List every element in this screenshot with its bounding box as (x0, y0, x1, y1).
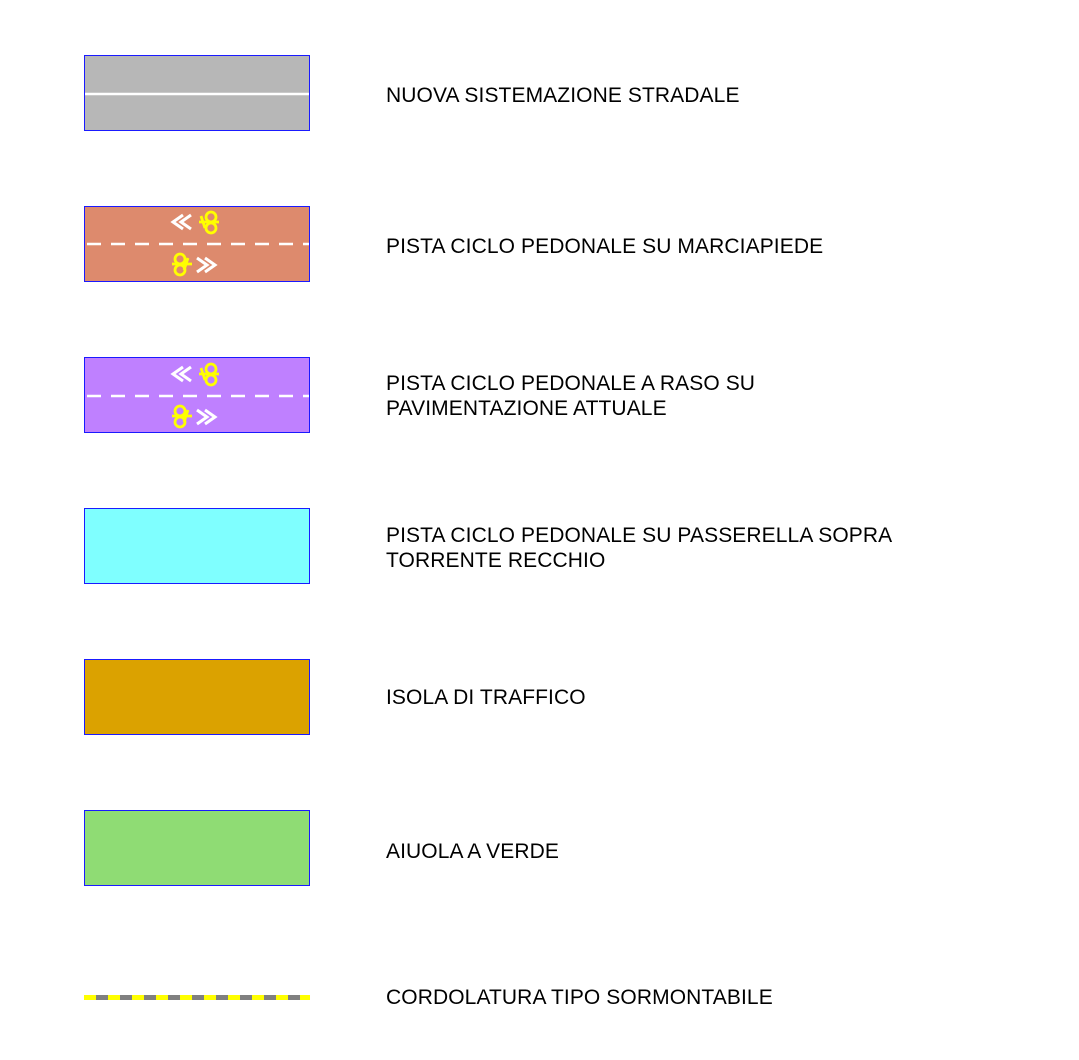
bicycle-icon-bottom (172, 252, 192, 277)
bike-lane-marking (85, 207, 309, 281)
legend-item-traffic-island: ISOLA DI TRAFFICO (0, 659, 1079, 739)
pedestrian-arrow-right-icon (196, 408, 218, 426)
bicycle-icon-top (199, 362, 219, 387)
road-label: NUOVA SISTEMAZIONE STRADALE (386, 84, 740, 107)
bicycle-icon-top (199, 210, 219, 235)
legend-item-curb: CORDOLATURA TIPO SORMONTABILE (0, 980, 1079, 1060)
sidewalk-bike-swatch (84, 206, 310, 282)
legend-item-grade-bike: PISTA CICLO PEDONALE A RASO SU PAVIMENTA… (0, 357, 1079, 437)
grade-bike-label: PISTA CICLO PEDONALE A RASO SU PAVIMENTA… (386, 372, 756, 420)
green-bed-swatch (84, 810, 310, 886)
road-swatch (84, 55, 310, 131)
bicycle-icon-bottom (172, 404, 192, 429)
pedestrian-arrow-left-icon (170, 213, 192, 231)
legend-item-green-bed: AIUOLA A VERDE (0, 810, 1079, 890)
green-bed-label: AIUOLA A VERDE (386, 840, 559, 863)
bike-lane-marking (85, 358, 309, 432)
bridge-bike-label: PISTA CICLO PEDONALE SU PASSERELLA SOPRA… (386, 524, 893, 572)
curb-label: CORDOLATURA TIPO SORMONTABILE (386, 986, 773, 1009)
traffic-island-label: ISOLA DI TRAFFICO (386, 686, 586, 709)
curb-swatch (84, 995, 310, 1000)
green-bed-fill (85, 811, 309, 885)
legend-item-bridge-bike: PISTA CICLO PEDONALE SU PASSERELLA SOPRA… (0, 508, 1079, 588)
traffic-island-swatch (84, 659, 310, 735)
sidewalk-bike-label: PISTA CICLO PEDONALE SU MARCIAPIEDE (386, 235, 824, 258)
legend-item-road: NUOVA SISTEMAZIONE STRADALE (0, 55, 1079, 135)
traffic-island-fill (85, 660, 309, 734)
grade-bike-swatch (84, 357, 310, 433)
pedestrian-arrow-right-icon (196, 256, 218, 274)
bridge-bike-swatch (84, 508, 310, 584)
legend-item-sidewalk-bike: PISTA CICLO PEDONALE SU MARCIAPIEDE (0, 206, 1079, 286)
road-center-line (85, 56, 309, 130)
pedestrian-arrow-left-icon (170, 365, 192, 383)
bridge-bike-fill (85, 509, 309, 583)
